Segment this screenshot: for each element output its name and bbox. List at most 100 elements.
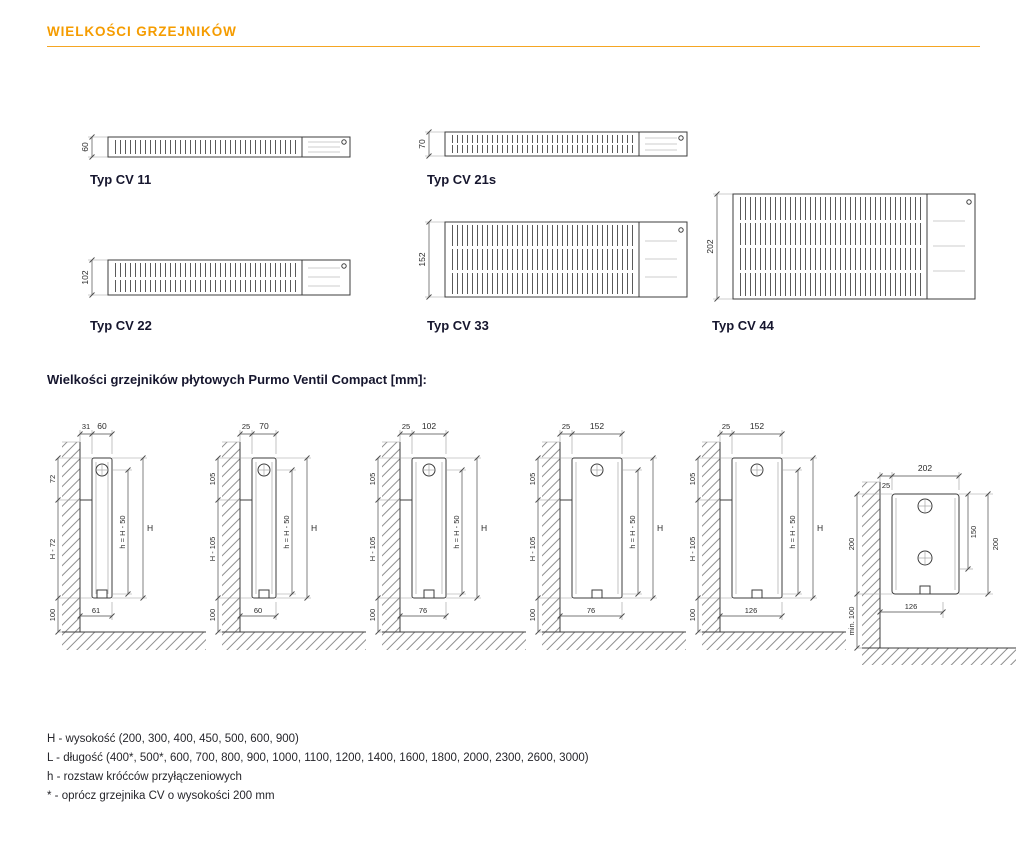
depth-dim-label: 152 bbox=[750, 421, 764, 431]
footnote-length: L - długość (400*, 500*, 600, 700, 800, … bbox=[47, 752, 589, 764]
wall-gap-dim-label: 25 bbox=[882, 481, 890, 490]
bottom-dimension: 61 bbox=[77, 602, 115, 620]
depth-dim-label: 152 bbox=[590, 421, 604, 431]
top-dimension: 25 152 bbox=[557, 421, 625, 454]
cv11-depth-dim-label: 60 bbox=[80, 142, 90, 152]
bottom-depth-dim-label: 61 bbox=[92, 606, 100, 615]
bottom-dimension: 126 bbox=[877, 602, 946, 618]
top-dimension: 25 202 bbox=[877, 463, 962, 490]
type-label-cv21s: Typ CV 21s bbox=[427, 172, 497, 187]
top-dimension: 25 102 bbox=[397, 421, 449, 454]
bottom-depth-dim-label: 76 bbox=[419, 606, 427, 615]
cv33-depth-dim-label: 152 bbox=[417, 252, 427, 266]
footnotes: H - wysokość (200, 300, 400, 450, 500, 6… bbox=[47, 730, 589, 806]
cv21s-depth-dim-label: 70 bbox=[417, 139, 427, 149]
conn-spacing-dim-label: h = H - 50 bbox=[788, 515, 797, 548]
top-height-dim-label: 105 bbox=[208, 473, 217, 486]
top-dimension: 25 152 bbox=[717, 421, 785, 454]
bottom-depth-dim-label: 76 bbox=[587, 606, 595, 615]
left-dimension-chain: 105 H - 105 100 bbox=[688, 455, 732, 635]
radiator-body bbox=[560, 457, 623, 599]
wall bbox=[382, 441, 401, 632]
depth-dim-label: 102 bbox=[422, 421, 436, 431]
type-label-cv33: Typ CV 33 bbox=[427, 318, 489, 333]
radiator-body bbox=[400, 457, 447, 599]
floor bbox=[702, 631, 846, 650]
height-dim-label: H bbox=[817, 523, 823, 533]
floor bbox=[62, 631, 206, 650]
connection-block bbox=[96, 589, 108, 599]
bottom-depth-dim-label: 60 bbox=[254, 606, 262, 615]
cv33-radiator-body bbox=[444, 221, 688, 298]
mid-height-dim-label: H - 72 bbox=[48, 539, 57, 559]
floor-gap-dim-label: 100 bbox=[528, 609, 537, 622]
floor-gap-dim-label: 100 bbox=[368, 609, 377, 622]
depth-dim-label: 70 bbox=[259, 421, 269, 431]
radiator-body bbox=[891, 493, 960, 595]
side-view-5: 25 152 105 H - 105 100 h = H - 50 H 126 bbox=[688, 421, 846, 650]
section-title: Wielkości grzejników płytowych Purmo Ven… bbox=[47, 372, 427, 387]
height-dim-label: H bbox=[657, 523, 663, 533]
cv44-depth-dimension: 202 bbox=[705, 191, 733, 302]
right-dimensions: h = H - 50 H bbox=[446, 455, 487, 601]
connection-block bbox=[919, 585, 931, 595]
floor bbox=[222, 631, 366, 650]
side-view-1: 31 60 72 H - 72 100 h = H - 50 H 61 bbox=[48, 421, 206, 650]
radiator-body bbox=[720, 457, 783, 599]
cv44-radiator-body bbox=[732, 193, 976, 300]
conn-spacing-dim-label: h = H - 50 bbox=[452, 515, 461, 548]
right-dimensions: h = H - 50 H bbox=[782, 455, 823, 601]
left-dimension-chain: 72 H - 72 100 bbox=[48, 455, 92, 635]
type-label-cv11: Typ CV 11 bbox=[90, 172, 152, 187]
bottom-dimension: 76 bbox=[397, 602, 449, 620]
left-dimension-chain: 105 H - 105 100 bbox=[208, 455, 252, 635]
radiator-body bbox=[80, 457, 113, 599]
mid-height-dim-label: H - 105 bbox=[208, 537, 217, 562]
bottom-depth-dim-label: 126 bbox=[745, 606, 758, 615]
right-dimensions: 150 200 bbox=[959, 491, 1000, 597]
height-dim-label: 200 bbox=[991, 538, 1000, 551]
wall bbox=[702, 441, 721, 632]
left-height-dim-label: 200 bbox=[847, 538, 856, 551]
floor-gap-dim-label: 100 bbox=[48, 609, 57, 622]
mid-height-dim-label: H - 105 bbox=[528, 537, 537, 562]
connection-block bbox=[423, 589, 435, 599]
left-dimension-chain: 105 H - 105 100 bbox=[528, 455, 572, 635]
depth-dim-label: 60 bbox=[97, 421, 107, 431]
mid-height-dim-label: H - 105 bbox=[368, 537, 377, 562]
cv22-depth-dim-label: 102 bbox=[80, 270, 90, 284]
conn-height-dim-label: 150 bbox=[969, 526, 978, 539]
connection-block bbox=[751, 589, 763, 599]
cv33-depth-dimension: 152 bbox=[417, 219, 445, 300]
wall bbox=[222, 441, 241, 632]
wall bbox=[62, 441, 81, 632]
top-height-dim-label: 72 bbox=[48, 475, 57, 483]
type-label-cv22: Typ CV 22 bbox=[90, 318, 152, 333]
footnote-connection-spacing: h - rozstaw króćców przyłączeniowych bbox=[47, 771, 242, 783]
bottom-dimension: 126 bbox=[717, 602, 785, 620]
cv22-radiator-body bbox=[107, 259, 351, 296]
detail-view-cv44: 25 202 150 200 200 min. 100 126 bbox=[847, 463, 1016, 665]
wall bbox=[862, 481, 881, 648]
left-dimension-chain: 105 H - 105 100 bbox=[368, 455, 412, 635]
height-dim-label: H bbox=[311, 523, 317, 533]
wall bbox=[542, 441, 561, 632]
floor bbox=[382, 631, 526, 650]
radiator-body bbox=[240, 457, 277, 599]
connection-block bbox=[591, 589, 603, 599]
cv21s-depth-dimension: 70 bbox=[417, 129, 445, 159]
floor-gap-dim-label: 100 bbox=[688, 609, 697, 622]
right-dimensions: h = H - 50 H bbox=[622, 455, 663, 601]
floor bbox=[542, 631, 686, 650]
footnote-exception: * - oprócz grzejnika CV o wysokości 200 … bbox=[47, 790, 275, 802]
side-view-3: 25 102 105 H - 105 100 h = H - 50 H 76 bbox=[368, 421, 526, 650]
right-dimensions: h = H - 50 H bbox=[276, 455, 317, 601]
type-label-cv44: Typ CV 44 bbox=[712, 318, 774, 333]
conn-spacing-dim-label: h = H - 50 bbox=[282, 515, 291, 548]
wall-gap-dim-label: 25 bbox=[562, 422, 570, 431]
height-dim-label: H bbox=[481, 523, 487, 533]
cv22-cross-section-drawing: 102 bbox=[80, 257, 351, 298]
bottom-depth-dim-label: 126 bbox=[905, 602, 918, 611]
connection-block bbox=[258, 589, 270, 599]
min-floor-gap-dim-label: min. 100 bbox=[847, 607, 856, 636]
